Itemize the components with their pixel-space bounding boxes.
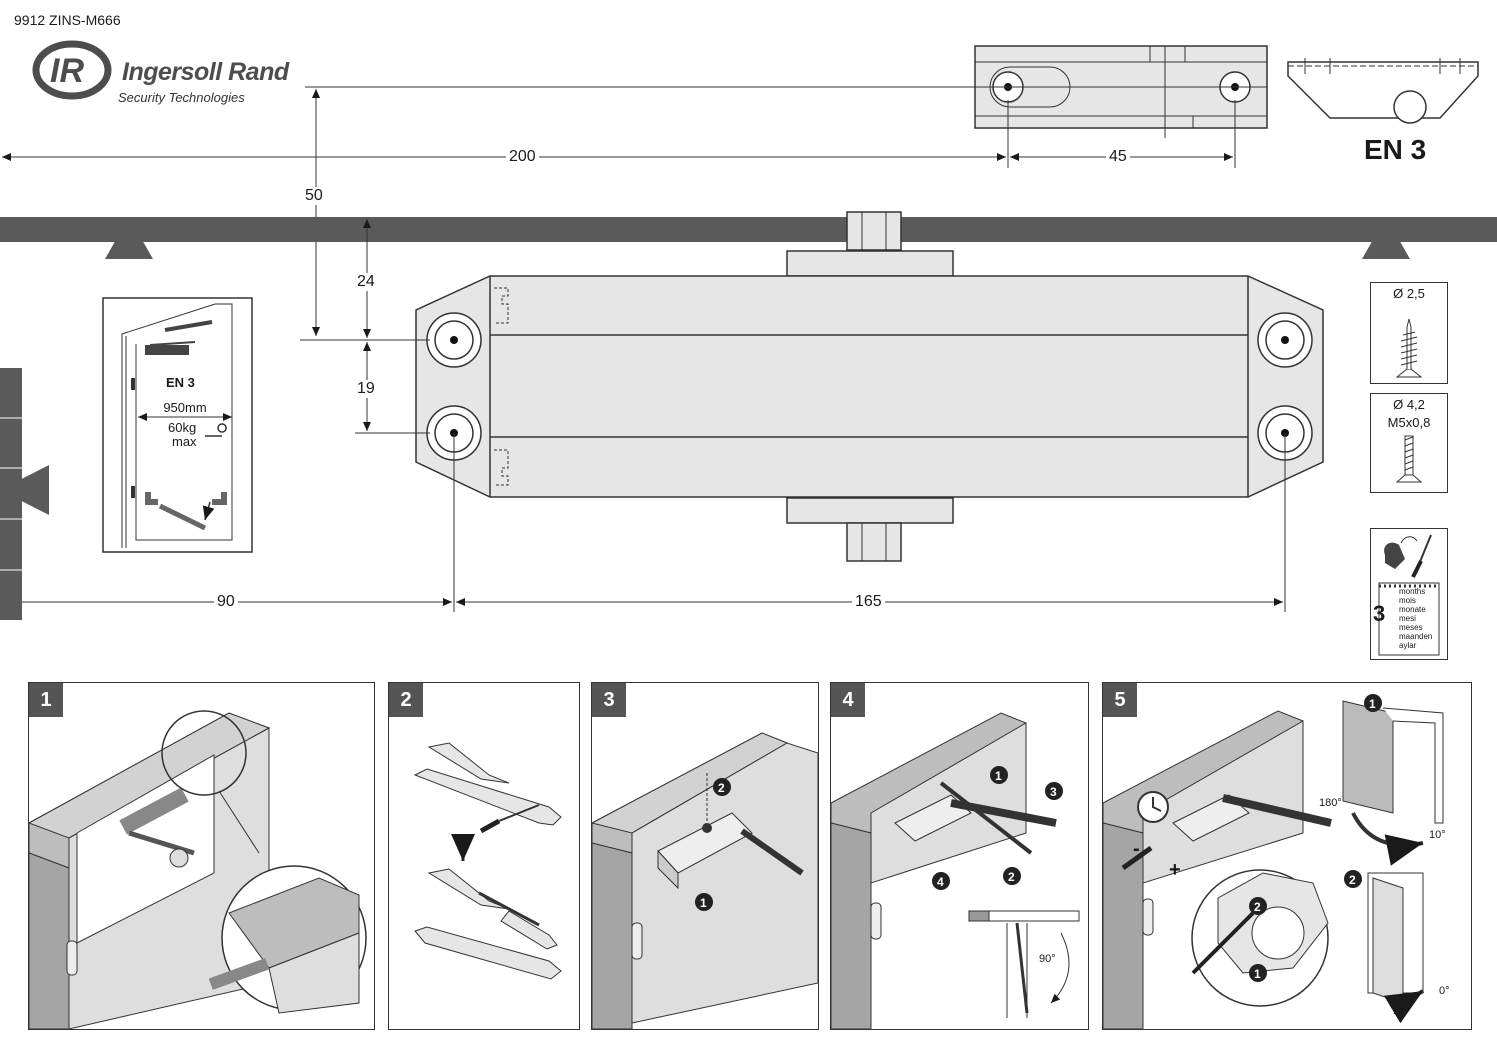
machine-screw-icon — [1395, 435, 1423, 483]
angle-90-label: 90° — [1039, 953, 1056, 965]
unit-label: mois — [1399, 596, 1416, 605]
closer-mounting-illustration: 2 1 — [592, 732, 818, 1029]
unit-label: monate — [1399, 605, 1426, 614]
step-number: 5 — [1103, 683, 1137, 717]
mounting-template-drawing — [0, 45, 1497, 620]
angle-10-label: 10° — [1393, 1005, 1410, 1017]
adjustment-illustration: 2 1 1 2 — [1103, 694, 1444, 1029]
step-panel-3: 3 2 1 — [591, 682, 819, 1030]
step-number: 3 — [592, 683, 626, 717]
svg-text:3: 3 — [1050, 785, 1057, 799]
template-placement-illustration — [29, 710, 367, 1029]
svg-text:2: 2 — [718, 781, 725, 795]
dimension-90: 90 — [214, 593, 238, 611]
plus-label: + — [1169, 859, 1181, 881]
step-number: 2 — [389, 683, 423, 717]
unit-label: months — [1399, 587, 1426, 596]
door-spec-inset — [102, 297, 253, 553]
mounting-hole — [1257, 312, 1313, 368]
screw-thread: M5x0,8 — [1387, 415, 1431, 430]
minus-label: - — [1133, 838, 1140, 860]
document-code: 9912 ZINS-M666 — [14, 12, 121, 28]
dimension-19: 19 — [354, 380, 378, 398]
screw-spec-metal: Ø 4,2 M5x0,8 — [1370, 393, 1448, 493]
svg-text:1: 1 — [1254, 967, 1261, 981]
inset-en-class: EN 3 — [166, 375, 195, 390]
inset-weight-max: max — [172, 434, 197, 449]
ingersoll-rand-logo-icon: IR — [32, 40, 112, 100]
step-number: 1 — [29, 683, 63, 717]
right-alignment-marker-icon — [1362, 217, 1410, 259]
en-class-label: EN 3 — [1364, 134, 1427, 165]
step-panel-1: 1 — [28, 682, 375, 1030]
svg-text:2: 2 — [1254, 900, 1261, 914]
brand-name: Ingersoll Rand — [122, 58, 289, 86]
maintenance-units: months mois monate mesi meses maanden ay… — [1399, 587, 1432, 650]
unit-label: meses — [1399, 623, 1423, 632]
shoe-profile-icon — [1287, 58, 1479, 124]
step-number: 4 — [831, 683, 865, 717]
maintenance-interval-number: 3 — [1373, 601, 1386, 626]
svg-text:1: 1 — [1369, 697, 1376, 711]
arm-shoe-plate — [974, 45, 1268, 138]
unit-label: aylar — [1399, 641, 1417, 650]
angle-0-label: 0° — [1439, 985, 1450, 997]
maintenance-interval-box: 3 months mois monate mesi meses maanden … — [1370, 528, 1448, 660]
screw-spec-wood: Ø 2,5 — [1370, 282, 1448, 384]
inset-door-width: 950mm — [160, 400, 210, 415]
svg-text:IR: IR — [50, 52, 84, 90]
dimension-24: 24 — [354, 273, 378, 291]
left-alignment-marker-icon — [105, 217, 153, 259]
step-panel-2: 2 — [388, 682, 580, 1030]
svg-text:1: 1 — [700, 896, 707, 910]
arm-connection-illustration: 1 3 2 4 — [831, 712, 1080, 1029]
brand-subtitle: Security Technologies — [118, 90, 245, 105]
door-closer-body — [415, 275, 1324, 498]
door-frame-bar — [0, 217, 1497, 242]
svg-text:2: 2 — [1008, 870, 1015, 884]
svg-text:2: 2 — [1349, 873, 1356, 887]
svg-text:4: 4 — [937, 875, 944, 889]
arm-assembly-illustration — [413, 742, 562, 980]
wood-screw-icon — [1395, 318, 1423, 378]
left-side-marker-icon — [0, 465, 49, 515]
angle-180-label: 180° — [1319, 797, 1342, 809]
inset-door-weight: 60kg — [168, 420, 197, 435]
unit-label: maanden — [1399, 632, 1433, 641]
svg-text:1: 1 — [995, 769, 1002, 783]
dimension-45: 45 — [1106, 148, 1130, 166]
unit-label: mesi — [1399, 614, 1416, 623]
dimension-165: 165 — [852, 593, 885, 611]
screw-diameter: Ø 2,5 — [1393, 286, 1425, 301]
dimension-200: 200 — [506, 148, 539, 166]
screw-diameter: Ø 4,2 — [1393, 397, 1425, 412]
step-panel-4: 4 1 3 2 4 90° — [830, 682, 1089, 1030]
dimension-50: 50 — [302, 187, 326, 205]
maintenance-tools-icon — [1378, 534, 1440, 656]
mounting-hole — [426, 312, 482, 368]
angle-10-label: 10° — [1429, 829, 1446, 841]
step-panel-5: 5 2 1 1 2 - + 180° 10° 10° 0° — [1102, 682, 1472, 1030]
